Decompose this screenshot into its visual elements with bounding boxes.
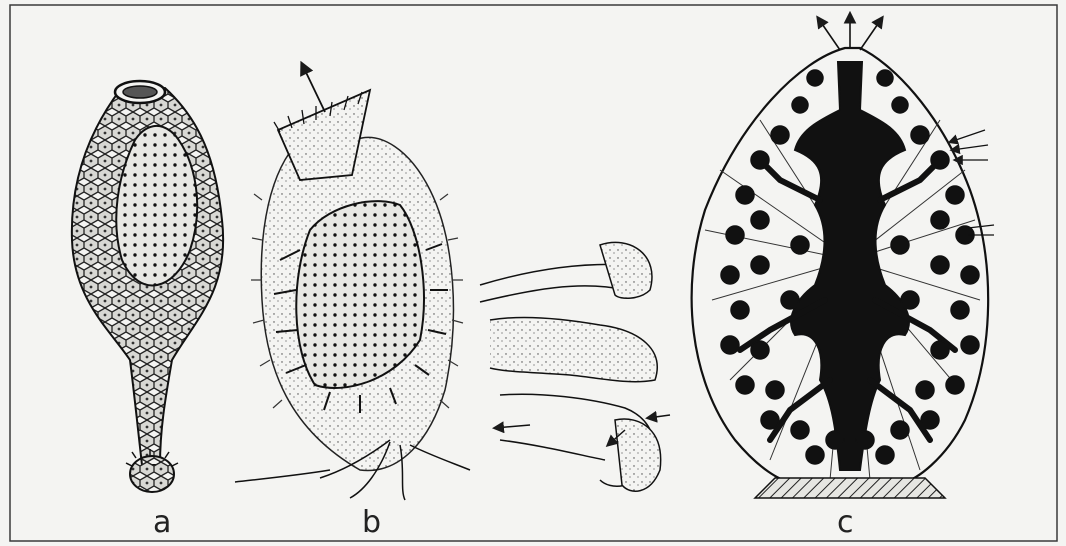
panel-label-c: c [837, 508, 854, 538]
panel-label-b: b [362, 508, 381, 538]
syconoid-sponge-drawing [235, 64, 470, 500]
panel-label-a: a [153, 508, 171, 538]
leuconoid-sponge-drawing [692, 14, 994, 498]
asconoid-sponge-drawing [72, 81, 223, 492]
syconoid-canal-detail-drawing [480, 242, 670, 491]
